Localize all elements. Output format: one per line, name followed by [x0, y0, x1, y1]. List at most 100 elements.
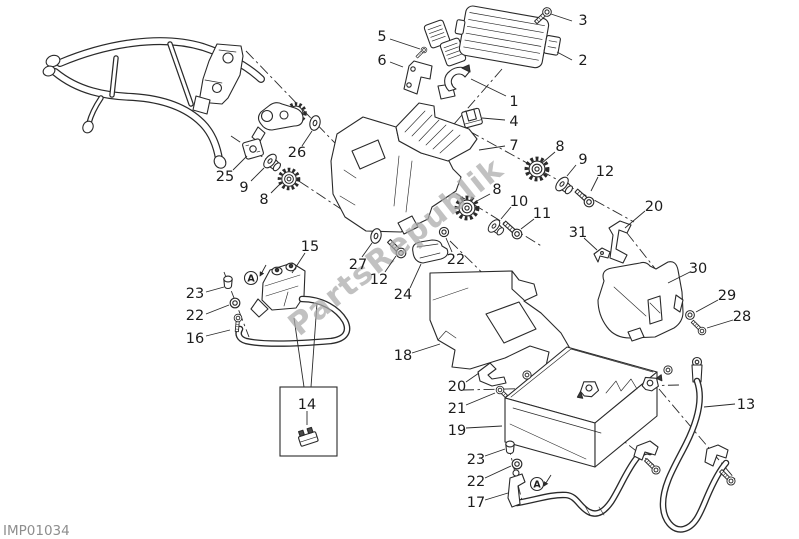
callout-leader-22 [445, 237, 453, 253]
callout-leader-5 [389, 38, 421, 50]
view-marker-A-2: A [529, 474, 552, 492]
callout-11: 11 [533, 206, 551, 222]
battery-terminal-positive [576, 381, 600, 399]
washer-part-22-lower [511, 458, 523, 470]
callout-leader-1 [470, 78, 507, 97]
callout-3: 3 [578, 13, 587, 29]
callout-8: 8 [492, 182, 501, 198]
spacer-part-9-right [552, 174, 577, 199]
screw-on-cable-17 [642, 456, 663, 477]
nut-plate-part-25 [242, 138, 264, 160]
inset-box [279, 386, 338, 457]
cap-part-23-upper [223, 275, 233, 290]
callout-30: 30 [689, 261, 707, 277]
callout-22: 22 [447, 252, 465, 268]
callout-9: 9 [239, 180, 248, 196]
callout-leader-3 [550, 13, 573, 22]
callout-29: 29 [718, 288, 736, 304]
callout-leader-22 [205, 304, 230, 315]
callout-leader-22 [484, 465, 512, 479]
nut-on-battery-left [522, 370, 532, 380]
battery-cable-part-13 [659, 356, 738, 533]
battery-bracket-part-7 [330, 102, 478, 235]
callout-4: 4 [509, 114, 518, 130]
callout-leader-12 [590, 176, 599, 192]
callout-13: 13 [737, 397, 755, 413]
callout-leader-10 [500, 206, 512, 220]
callout-leader-29 [695, 299, 719, 313]
callout-leader-23 [205, 286, 225, 293]
battery-holder-part-18 [429, 270, 573, 370]
view-marker-A-1: A [243, 264, 267, 286]
fuse-part-14 [298, 426, 319, 447]
callout-leader-11 [520, 218, 535, 230]
callout-leader-25 [232, 155, 248, 171]
cover-part-30 [597, 261, 684, 342]
callout-leader-20 [624, 210, 646, 229]
battery-part-19 [504, 346, 673, 468]
callout-22: 22 [467, 474, 485, 490]
svg-text:A: A [247, 274, 255, 285]
callout-leader-6 [389, 61, 404, 68]
callout-leader-23 [484, 448, 506, 457]
rocker-link [251, 102, 307, 144]
starter-cable-part-17 [507, 440, 663, 517]
callout-leader-20 [465, 372, 480, 383]
callout-leader-9 [566, 164, 577, 177]
callout-1: 1 [509, 94, 518, 110]
callout-22: 22 [186, 308, 204, 324]
callout-leader-8 [270, 181, 283, 194]
spacer-part-9-left [260, 151, 285, 176]
clip-part-31 [593, 247, 611, 263]
starter-solenoid-part-15 [250, 262, 306, 318]
nut-on-battery-right [663, 365, 673, 375]
callout-26: 26 [288, 145, 306, 161]
svg-text:A: A [533, 480, 541, 491]
callout-6: 6 [377, 53, 386, 69]
callout-leader-21 [465, 392, 496, 406]
washer-part-22-upper [229, 297, 241, 309]
rubber-gear-mount-8c [524, 156, 550, 182]
rubber-gear-mount-8b [277, 167, 301, 191]
fuse-inset [279, 302, 338, 457]
callout-leader-26 [301, 130, 313, 147]
callout-7: 7 [509, 138, 518, 154]
callout-leader-30 [667, 271, 691, 284]
callout-leader-2 [556, 51, 573, 61]
callout-20: 20 [645, 199, 663, 215]
callout-25: 25 [216, 169, 234, 185]
callout-leader-27 [361, 242, 373, 258]
screw-part-11 [500, 218, 525, 242]
callout-10: 10 [510, 194, 528, 210]
callout-9: 9 [578, 152, 587, 168]
drawing-code: IMP01034 [3, 523, 70, 539]
callout-2: 2 [578, 53, 587, 69]
cap-part-23-lower [505, 440, 515, 455]
callout-16: 16 [186, 331, 204, 347]
clip-part-4 [461, 107, 483, 129]
callout-leader-18 [411, 343, 441, 354]
battery-terminal-negative [641, 374, 663, 392]
screw-on-cable-13 [717, 467, 738, 488]
callout-leader-8 [541, 151, 556, 164]
callout-27: 27 [349, 257, 367, 273]
clamp-part-1 [437, 64, 471, 100]
callout-21: 21 [448, 401, 466, 417]
washer-part-29 [685, 310, 695, 320]
callout-8: 8 [555, 139, 564, 155]
callout-leader-15 [291, 252, 306, 274]
spacer-part-10 [485, 217, 508, 240]
callout-leader-24 [409, 263, 422, 289]
callout-leader-19 [465, 425, 503, 429]
callout-19: 19 [448, 423, 466, 439]
callout-17: 17 [467, 495, 485, 511]
voltage-regulator-part-2 [454, 5, 561, 69]
callout-8: 8 [259, 192, 268, 208]
screw-part-28 [689, 318, 708, 337]
callout-12: 12 [370, 272, 388, 288]
callout-23: 23 [467, 452, 485, 468]
callout-14: 14 [298, 397, 316, 413]
